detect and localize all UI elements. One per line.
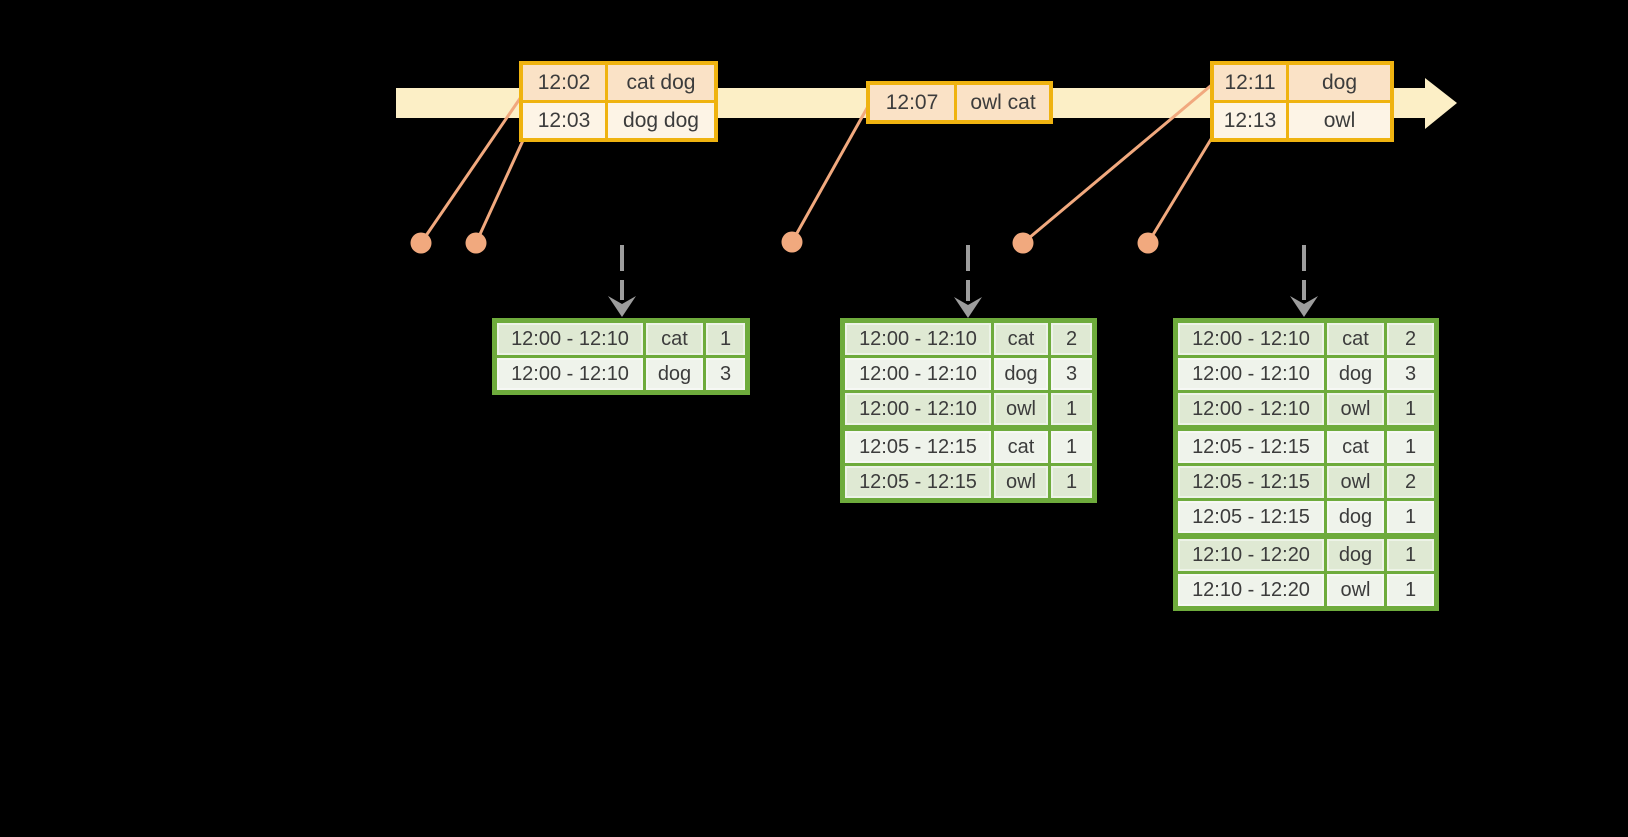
table-row: 12:05 - 12:15 owl 1 <box>845 466 1092 498</box>
count-cell: 1 <box>1387 574 1434 606</box>
word-cell: cat <box>994 323 1048 355</box>
word-cell: cat <box>994 431 1048 463</box>
event-words-cell: dog <box>1289 65 1390 100</box>
word-cell: owl <box>994 393 1048 425</box>
word-cell: owl <box>994 466 1048 498</box>
timeline-arrowhead-icon <box>1425 78 1457 129</box>
count-cell: 1 <box>1051 431 1092 463</box>
window-cell: 12:00 - 12:10 <box>845 393 991 425</box>
window-cell: 12:00 - 12:10 <box>1178 358 1324 390</box>
result-table-1: 12:00 - 12:10 cat 1 12:00 - 12:10 dog 3 <box>492 318 750 395</box>
count-cell: 2 <box>1387 323 1434 355</box>
word-cell: cat <box>1327 323 1384 355</box>
event-time-cell: 12:11 <box>1214 65 1286 100</box>
down-arrow-icon <box>608 296 636 317</box>
event-words-cell: owl cat <box>957 85 1049 120</box>
table-row: 12:05 - 12:15 cat 1 <box>1178 431 1434 463</box>
word-cell: dog <box>1327 501 1384 533</box>
table-row: 12:00 - 12:10 dog 3 <box>845 358 1092 390</box>
word-cell: owl <box>1327 574 1384 606</box>
event-connector-lines <box>419 81 1218 245</box>
event-dot <box>410 232 432 254</box>
event-table-3: 12:11 dog 12:13 owl <box>1210 61 1394 142</box>
count-cell: 2 <box>1051 323 1092 355</box>
word-cell: dog <box>646 358 703 390</box>
event-connector-line <box>419 96 523 244</box>
count-cell: 3 <box>706 358 745 390</box>
table-row: 12:05 - 12:15 cat 1 <box>845 431 1092 463</box>
count-cell: 3 <box>1387 358 1434 390</box>
word-cell: cat <box>1327 431 1384 463</box>
table-row: 12:10 - 12:20 dog 1 <box>1178 539 1434 571</box>
table-row: 12:00 - 12:10 dog 3 <box>497 358 745 390</box>
table-row: 12:05 - 12:15 owl 2 <box>1178 466 1434 498</box>
table-row: 12:00 - 12:10 cat 1 <box>497 323 745 355</box>
word-cell: owl <box>1327 393 1384 425</box>
down-arrow-icon <box>1290 296 1318 317</box>
count-cell: 1 <box>706 323 745 355</box>
window-cell: 12:00 - 12:10 <box>497 358 643 390</box>
table-row: 12:05 - 12:15 dog 1 <box>1178 501 1434 533</box>
window-cell: 12:00 - 12:10 <box>845 358 991 390</box>
trigger-arrow-heads <box>608 296 1318 318</box>
event-dot <box>781 231 803 253</box>
count-cell: 1 <box>1387 431 1434 463</box>
result-table-3: 12:00 - 12:10 cat 2 12:00 - 12:10 dog 3 … <box>1173 318 1439 611</box>
trigger-arrow-shafts <box>620 245 1306 301</box>
event-dots <box>410 231 1159 254</box>
table-row: 12:00 - 12:10 owl 1 <box>1178 393 1434 425</box>
table-row: 12:11 dog <box>1214 65 1390 100</box>
word-cell: owl <box>1327 466 1384 498</box>
event-time-cell: 12:03 <box>523 103 605 138</box>
word-cell: dog <box>1327 539 1384 571</box>
event-time-cell: 12:07 <box>870 85 954 120</box>
table-row: 12:00 - 12:10 cat 2 <box>1178 323 1434 355</box>
event-connector-line <box>1146 130 1218 244</box>
result-table-2: 12:00 - 12:10 cat 2 12:00 - 12:10 dog 3 … <box>840 318 1097 503</box>
count-cell: 1 <box>1051 466 1092 498</box>
table-row: 12:13 owl <box>1214 103 1390 138</box>
table-row: 12:00 - 12:10 owl 1 <box>845 393 1092 425</box>
window-cell: 12:00 - 12:10 <box>845 323 991 355</box>
count-cell: 2 <box>1387 466 1434 498</box>
word-cell: dog <box>994 358 1048 390</box>
event-words-cell: dog dog <box>608 103 714 138</box>
count-cell: 1 <box>1051 393 1092 425</box>
table-row: 12:10 - 12:20 owl 1 <box>1178 574 1434 606</box>
event-dot <box>1137 232 1159 254</box>
window-cell: 12:10 - 12:20 <box>1178 539 1324 571</box>
window-cell: 12:05 - 12:15 <box>1178 466 1324 498</box>
event-dot <box>465 232 487 254</box>
down-arrow-icon <box>954 297 982 318</box>
window-cell: 12:05 - 12:15 <box>845 466 991 498</box>
event-time-cell: 12:02 <box>523 65 605 100</box>
window-cell: 12:00 - 12:10 <box>1178 393 1324 425</box>
event-time-cell: 12:13 <box>1214 103 1286 138</box>
event-table-1: 12:02 cat dog 12:03 dog dog <box>519 61 718 142</box>
count-cell: 1 <box>1387 501 1434 533</box>
window-cell: 12:05 - 12:15 <box>845 431 991 463</box>
table-row: 12:07 owl cat <box>870 85 1049 120</box>
count-cell: 3 <box>1051 358 1092 390</box>
table-row: 12:03 dog dog <box>523 103 714 138</box>
count-cell: 1 <box>1387 539 1434 571</box>
event-table-2: 12:07 owl cat <box>866 81 1053 124</box>
event-words-cell: owl <box>1289 103 1390 138</box>
window-cell: 12:00 - 12:10 <box>497 323 643 355</box>
count-cell: 1 <box>1387 393 1434 425</box>
event-connector-line <box>474 135 527 244</box>
event-words-cell: cat dog <box>608 65 714 100</box>
window-cell: 12:05 - 12:15 <box>1178 431 1324 463</box>
table-row: 12:02 cat dog <box>523 65 714 100</box>
window-cell: 12:00 - 12:10 <box>1178 323 1324 355</box>
event-connector-line <box>790 100 873 243</box>
event-dot <box>1012 232 1034 254</box>
event-connector-line <box>1022 81 1215 245</box>
window-cell: 12:05 - 12:15 <box>1178 501 1324 533</box>
table-row: 12:00 - 12:10 cat 2 <box>845 323 1092 355</box>
window-cell: 12:10 - 12:20 <box>1178 574 1324 606</box>
word-cell: cat <box>646 323 703 355</box>
table-row: 12:00 - 12:10 dog 3 <box>1178 358 1434 390</box>
word-cell: dog <box>1327 358 1384 390</box>
